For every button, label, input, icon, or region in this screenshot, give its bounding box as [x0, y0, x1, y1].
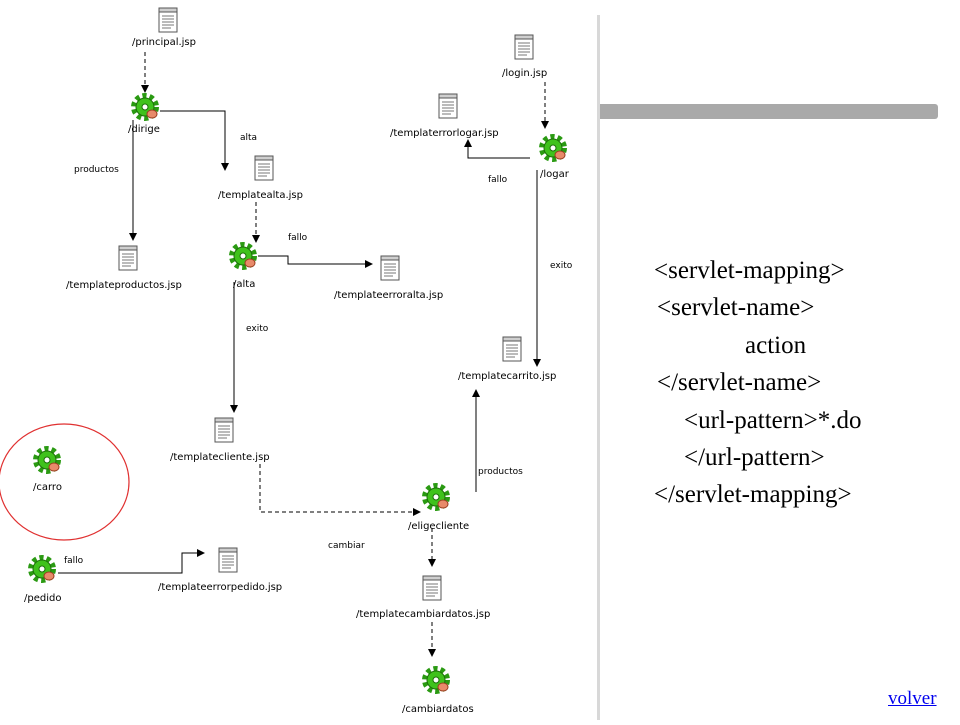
- code-line-1: <servlet-mapping>: [654, 257, 845, 284]
- svg-text:/principal.jsp: /principal.jsp: [132, 37, 196, 48]
- edge-cliente-eligecliente: [259, 464, 421, 516]
- volver-link[interactable]: volver: [888, 688, 937, 709]
- edge-logar-errorlogar: [464, 139, 530, 159]
- svg-text:/templateproductos.jsp: /templateproductos.jsp: [66, 280, 182, 291]
- svg-text:/templatealta.jsp: /templatealta.jsp: [218, 190, 303, 201]
- svg-text:/cambiardatos: /cambiardatos: [402, 704, 474, 715]
- svg-text:/templatecambiardatos.jsp: /templatecambiardatos.jsp: [356, 609, 490, 620]
- code-line-4: </servlet-name>: [657, 369, 822, 396]
- edge-pedido-errorpedido: [58, 549, 205, 574]
- svg-text:/login.jsp: /login.jsp: [502, 68, 547, 79]
- decorative-grey-bar: [600, 104, 938, 119]
- edge-label-productos-eligecliente: productos: [478, 467, 523, 477]
- jsp-document-icon: [422, 575, 442, 601]
- action-logar: /logar: [540, 137, 570, 180]
- jsp-document-icon: [118, 245, 138, 271]
- edge-label-fallo-pedido: fallo: [64, 556, 84, 566]
- jsp-page-principal: /principal.jsp: [132, 7, 196, 48]
- code-line-5: <url-pattern>*.do: [684, 407, 862, 434]
- edge-alta-erroralta: [258, 255, 373, 268]
- svg-text:/dirige: /dirige: [128, 124, 160, 135]
- svg-text:/templatecarrito.jsp: /templatecarrito.jsp: [458, 371, 556, 382]
- svg-text:/alta: /alta: [233, 279, 255, 290]
- green-gear-icon: [542, 137, 565, 159]
- action-dirige: /dirige: [128, 96, 160, 135]
- edge-label-exito-logar: exito: [550, 261, 573, 271]
- svg-text:/templateerroralta.jsp: /templateerroralta.jsp: [334, 290, 443, 301]
- jsp-page-templateerrorpedido: /templateerrorpedido.jsp: [158, 547, 282, 593]
- action-carro: /carro: [33, 449, 62, 493]
- code-line-6: </url-pattern>: [684, 444, 825, 471]
- svg-text:/carro: /carro: [33, 482, 62, 493]
- code-line-7: </servlet-mapping>: [654, 481, 852, 508]
- vertical-divider: [597, 15, 600, 720]
- green-gear-icon: [425, 669, 448, 691]
- jsp-document-icon: [380, 255, 400, 281]
- jsp-document-icon: [158, 7, 178, 33]
- jsp-document-icon: [502, 336, 522, 362]
- jsp-page-templateproductos: /templateproductos.jsp: [66, 245, 182, 291]
- jsp-page-templatecarrito: /templatecarrito.jsp: [458, 336, 556, 382]
- action-pedido: /pedido: [24, 558, 61, 604]
- edge-label-alta: alta: [240, 133, 257, 143]
- svg-text:/pedido: /pedido: [24, 593, 61, 604]
- jsp-page-templatecliente: /templatecliente.jsp: [170, 417, 270, 463]
- svg-text:/logar: /logar: [540, 169, 570, 180]
- jsp-page-templateerroralta: /templateerroralta.jsp: [334, 255, 443, 301]
- diagram-canvas: alta productos fallo fallo exito exito p…: [0, 7, 573, 715]
- svg-text:/templateerrorpedido.jsp: /templateerrorpedido.jsp: [158, 582, 282, 593]
- svg-text:/templatecliente.jsp: /templatecliente.jsp: [170, 452, 270, 463]
- edges: [58, 52, 549, 657]
- jsp-page-templatealta: /templatealta.jsp: [218, 155, 303, 201]
- jsp-document-icon: [218, 547, 238, 573]
- highlight-circle-carro: [0, 423, 130, 541]
- edge-label-productos: productos: [74, 165, 119, 175]
- green-gear-icon: [36, 449, 59, 471]
- code-line-2: <servlet-name>: [657, 294, 815, 321]
- green-gear-icon: [425, 486, 448, 508]
- edge-label-fallo-alta: fallo: [288, 233, 308, 243]
- action-alta: /alta: [232, 245, 255, 290]
- svg-text:/eligecliente: /eligecliente: [408, 521, 469, 532]
- jsp-page-login: /login.jsp: [502, 34, 547, 79]
- jsp-page-templatecambiardatos: /templatecambiardatos.jsp: [356, 575, 490, 620]
- green-gear-icon: [134, 96, 157, 118]
- green-gear-icon: [31, 558, 54, 580]
- edge-label-fallo-logar: fallo: [488, 175, 508, 185]
- struts-flow-diagram: alta productos fallo fallo exito exito p…: [0, 7, 573, 715]
- action-eligecliente: /eligecliente: [408, 486, 469, 532]
- edge-dirige-alta: [160, 110, 229, 171]
- jsp-document-icon: [514, 34, 534, 60]
- green-gear-icon: [232, 245, 255, 267]
- jsp-document-icon: [214, 417, 234, 443]
- edge-label-cambiar: cambiar: [328, 541, 365, 551]
- code-line-3: action: [745, 332, 807, 359]
- action-cambiardatos: /cambiardatos: [402, 669, 474, 715]
- jsp-document-icon: [438, 93, 458, 119]
- jsp-document-icon: [254, 155, 274, 181]
- edge-label-exito-alta: exito: [246, 324, 269, 334]
- svg-text:/templaterrorlogar.jsp: /templaterrorlogar.jsp: [390, 128, 499, 139]
- jsp-page-templaterrorlogar: /templaterrorlogar.jsp: [390, 93, 499, 139]
